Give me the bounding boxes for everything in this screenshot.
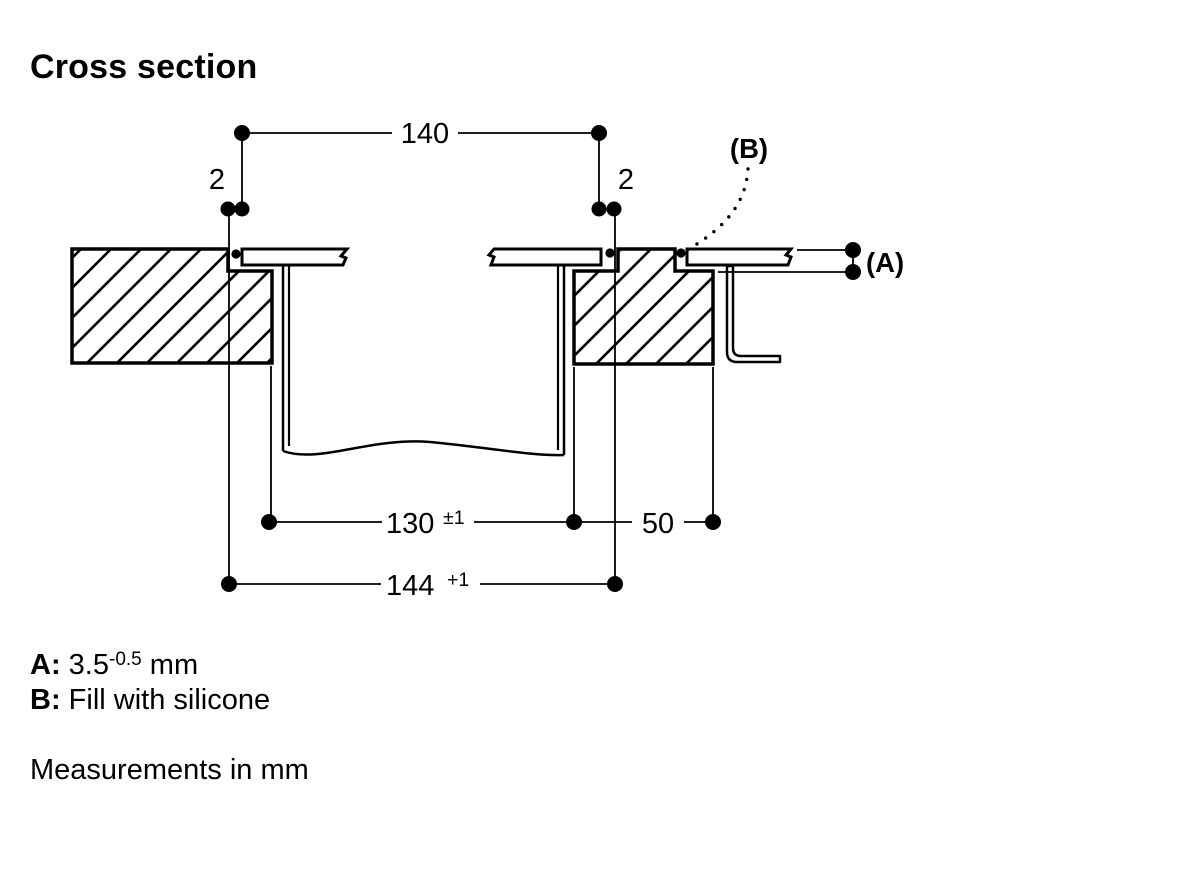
- dim-gap-left-label: 2: [209, 164, 225, 196]
- dim-140-label: 140: [401, 118, 449, 150]
- dimension-point: [234, 125, 250, 141]
- dimension-point: [845, 264, 861, 280]
- legend-a-unit: mm: [141, 649, 199, 681]
- legend-b-text: Fill with silicone: [60, 684, 271, 716]
- dim-50-label: 50: [642, 508, 674, 540]
- legend: A: 3.5-0.5 mm B: Fill with silicone: [30, 648, 270, 718]
- silicone-joint-marker-right: [676, 248, 686, 258]
- callout-b-leader: [685, 167, 750, 252]
- legend-b-key: B:: [30, 684, 61, 716]
- dimension-point: [591, 125, 607, 141]
- mounting-bracket: [725, 264, 782, 364]
- glass-panel-left: [240, 247, 351, 267]
- dimension-point: [221, 576, 237, 592]
- silicone-joint-marker-left: [231, 249, 241, 259]
- legend-a-value: 3.5: [68, 649, 109, 681]
- dimension-points: [220, 125, 861, 592]
- dimension-point: [606, 201, 622, 217]
- dim-144-tolerance: +1: [447, 569, 469, 591]
- dimension-point: [705, 514, 721, 530]
- dim-gap-right-label: 2: [618, 164, 634, 196]
- dim-144-label: 144: [386, 570, 434, 602]
- legend-a-tolerance: -0.5: [109, 649, 142, 670]
- silicone-joints: [231, 248, 686, 259]
- dimension-point: [220, 201, 236, 217]
- dimension-point: [607, 576, 623, 592]
- tub-bottom-break-line: [282, 440, 565, 457]
- dimension-point: [566, 514, 582, 530]
- page-title: Cross section: [30, 48, 258, 86]
- worktop-left-section: [70, 247, 274, 365]
- dimension-lines: [228, 132, 854, 585]
- dimension-point: [591, 201, 607, 217]
- worktop-center-section: [572, 247, 715, 366]
- measurements-note: Measurements in mm: [30, 754, 309, 786]
- worktop-sections: [70, 247, 715, 366]
- callout-b-label: (B): [730, 133, 768, 164]
- dimension-point: [234, 201, 250, 217]
- appliance-tub: [281, 265, 566, 457]
- dimension-point: [845, 242, 861, 258]
- glass-panel-left-continued: [486, 247, 603, 267]
- dimension-labels: 140 2 2 130 ±1 50 144 +1 (A) (B): [209, 118, 904, 602]
- dim-130-tolerance: ±1: [443, 507, 465, 529]
- callout-a-label: (A): [866, 247, 904, 278]
- dim-130-label: 130: [386, 508, 434, 540]
- dimension-point: [261, 514, 277, 530]
- legend-line-b: B: Fill with silicone: [30, 683, 270, 718]
- silicone-joint-marker-center: [605, 248, 615, 258]
- glass-panel-right: [685, 247, 795, 267]
- legend-a-key: A:: [30, 649, 61, 681]
- legend-line-a: A: 3.5-0.5 mm: [30, 648, 270, 683]
- glass-panels: [240, 247, 795, 267]
